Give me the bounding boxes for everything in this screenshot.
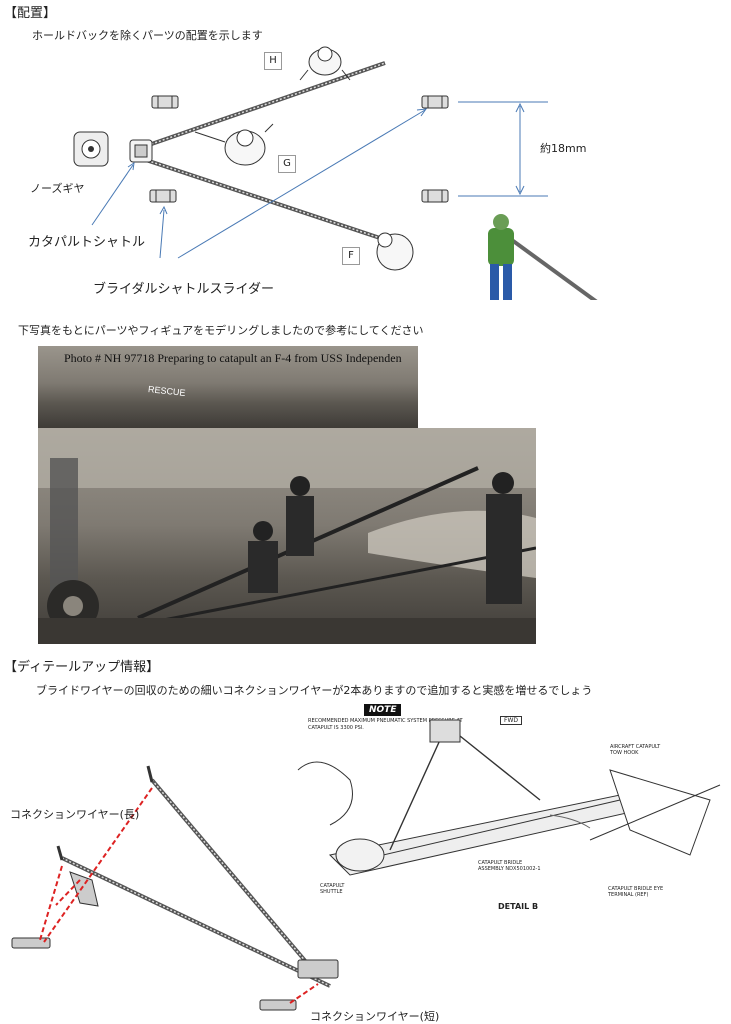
bridle-cable-lower: [139, 156, 381, 240]
manual-bridle-label: CATAPULT BRIDLE ASSEMBLY NDX501002-1: [478, 860, 541, 872]
catapult-shuttle-part: [129, 139, 153, 163]
photo-caption: Photo # NH 97718 Preparing to catapult a…: [64, 351, 402, 365]
manual-tow-hook: AIRCRAFT CATAPULT TOW HOOK: [610, 744, 661, 756]
figures-render: [488, 214, 598, 300]
manual-detail-label: DETAIL B: [498, 902, 539, 911]
spacing-label: 約18mm: [540, 142, 587, 155]
bridle-slider-3: [421, 95, 449, 109]
bridle-slider-label: ブライダルシャトルスライダー: [93, 282, 274, 297]
manual-pressure-text: RECOMMENDED MAXIMUM PNEUMATIC SYSTEM PRE…: [308, 718, 463, 731]
bridle-slider-4: [421, 189, 449, 203]
bridle-slider-2: [149, 189, 177, 203]
historical-photo-top: [38, 346, 418, 428]
label-box-h: H: [264, 52, 282, 70]
historical-photo: [38, 428, 536, 644]
label-box-g: G: [278, 155, 296, 173]
manual-drawing: NOTE RECOMMENDED MAXIMUM PNEUMATIC SYSTE…: [290, 700, 726, 920]
nose-gear-part: [73, 131, 109, 167]
bridle-slider-1: [151, 95, 179, 109]
layout-subtitle: ホールドバックを除くパーツの配置を示します: [32, 29, 263, 42]
photo-note: 下写真をもとにパーツやフィギュアをモデリングしましたので参考にしてください: [18, 324, 424, 337]
detail-header: 【ディテールアップ情報】: [4, 660, 160, 675]
figure-f: [376, 232, 414, 271]
manual-linework: [297, 719, 721, 876]
manual-note-label: NOTE: [364, 704, 402, 716]
layout-header: 【配置】: [4, 6, 57, 21]
nose-gear-label: ノーズギヤ: [30, 182, 85, 195]
photo-illustration: [38, 428, 536, 644]
wire-long-label: コネクションワイヤー(長): [10, 808, 140, 821]
detail-note: ブライドワイヤーの回収のための細いコネクションワイヤーが2本ありますので追加する…: [36, 684, 593, 697]
manual-fwd-arrow: FWD: [500, 716, 523, 725]
figure-g: [194, 123, 274, 166]
manual-shuttle-label: CATAPULT SHUTTLE: [320, 883, 345, 895]
figure-h: [299, 46, 351, 81]
label-box-f: F: [342, 247, 360, 265]
leader-arrows: [91, 108, 428, 259]
manual-eye-label: CATAPULT BRIDLE EYE TERMINAL (REF): [608, 886, 664, 898]
layout-diagram: [73, 46, 598, 300]
wire-short-label: コネクションワイヤー(短): [310, 1010, 440, 1023]
catapult-shuttle-label: カタパルトシャトル: [28, 235, 146, 250]
